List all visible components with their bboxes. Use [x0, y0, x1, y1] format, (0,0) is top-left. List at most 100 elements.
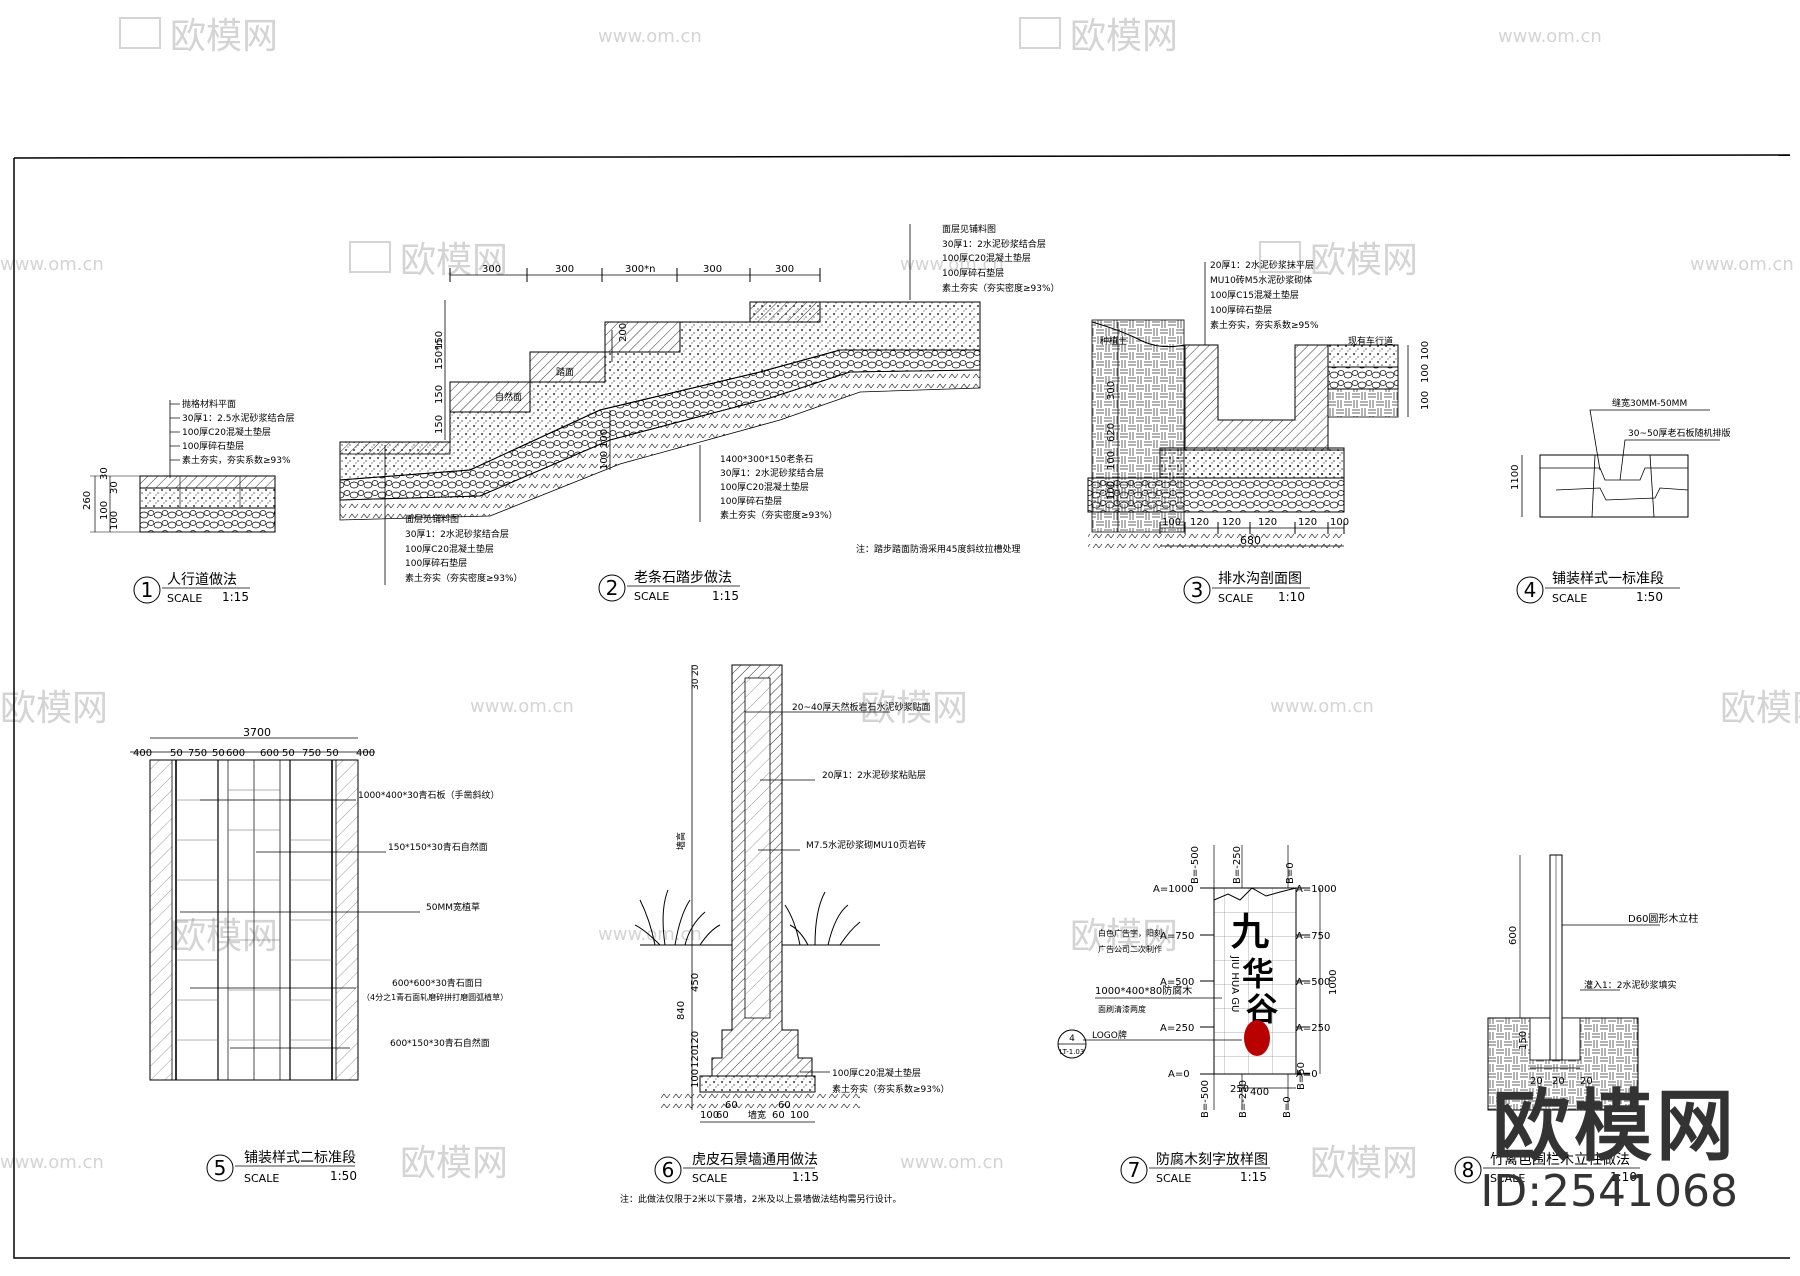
note: 30厚1：2.5水泥砂浆结合层: [182, 412, 295, 424]
watermark-logo: 欧模网: [1259, 240, 1418, 281]
detail-title: 老条石踏步做法: [634, 569, 732, 586]
dimension: 100: [1162, 517, 1181, 528]
scale-ratio: 1:10: [1610, 1170, 1637, 1184]
watermark-url: www.om.cn: [0, 1152, 104, 1173]
scale-ratio: 1:50: [330, 1169, 357, 1183]
coordinate-label: B=0: [1282, 1096, 1293, 1118]
brand-logo: 欧模网: [1491, 1082, 1738, 1172]
dimension: 150: [434, 385, 445, 404]
detail-title: 人行道做法: [167, 572, 237, 588]
detail-3-drainage-ditch: 300 620 100 100 100 100 100 100 120 120 …: [1087, 259, 1431, 605]
dimension: 墙宽: [748, 1109, 766, 1121]
watermark-url: www.om.cn: [1498, 26, 1602, 47]
note: 30~50厚老石板随机排版: [1628, 427, 1730, 439]
footnote: 注：此做法仅限于2米以下景墙，2米及以上景墙做法结构需另行设计。: [620, 1193, 901, 1205]
note: LOGO牌: [1092, 1029, 1127, 1041]
dimension: 100: [790, 1110, 809, 1121]
watermark-logo-text: 欧模网: [170, 16, 278, 57]
detail-number: 3: [1191, 578, 1204, 602]
dimension: 300*n: [625, 264, 655, 275]
note: 面层见铺料图: [405, 513, 459, 525]
scale-label: SCALE: [1552, 592, 1587, 605]
dimension: 600: [260, 748, 279, 759]
note: 100厚C20混凝土垫层: [405, 543, 494, 555]
dimension: 60: [725, 1100, 738, 1111]
note: 抛格材料平面: [182, 398, 236, 410]
scale-ratio: 1:15: [1240, 1170, 1267, 1184]
label: 种植土: [1100, 335, 1127, 347]
dimension: 100: [1420, 341, 1431, 360]
note: 30厚1：2水泥砂浆结合层: [942, 238, 1046, 250]
dimension: 250: [1230, 1084, 1249, 1095]
watermark-url: www.om.cn: [598, 26, 702, 47]
note: 100厚C20混凝土垫层: [720, 481, 809, 493]
dimension: 450: [690, 973, 701, 992]
frame-border: [13, 158, 1790, 1259]
scale-ratio: 1:15: [792, 1170, 819, 1184]
dimension: 120: [1298, 517, 1317, 528]
detail-number: 7: [1128, 1158, 1141, 1182]
note: 600*150*30青石自然面: [390, 1037, 490, 1049]
note: 面刷清漆两度: [1098, 1004, 1146, 1014]
carved-character: 华: [1242, 955, 1274, 993]
note: 100厚碎石垫层: [942, 267, 1004, 279]
detail-number: 4: [1524, 578, 1537, 602]
note: 面层见铺料图: [942, 223, 996, 235]
note: 白色广告字，阳刻: [1098, 928, 1162, 938]
dimension: 30: [99, 467, 110, 480]
model-id: ID:2541068: [1480, 1166, 1738, 1217]
detail-title: 防腐木刻字放样图: [1156, 1151, 1268, 1168]
dimension: 120: [1190, 517, 1209, 528]
note: 灌入1：2水泥砂浆填实: [1584, 979, 1676, 991]
label: 自然面: [495, 391, 522, 403]
scale-label: SCALE: [634, 590, 669, 603]
note: 100厚碎石垫层: [1210, 304, 1272, 316]
watermark-logo: 欧模网: [1019, 16, 1178, 57]
carved-pinyin: JIU HUA GU: [1229, 955, 1240, 1012]
dimension: 150: [1518, 1031, 1529, 1050]
note: 100厚C20混凝土垫层: [942, 252, 1031, 264]
detail-5-paving-style-2: 3700 400 50 750 50 600 600 50 750 50 400…: [130, 726, 508, 1185]
scale-label: SCALE: [167, 592, 202, 605]
dimension: 600: [226, 748, 245, 759]
note: 150*150*30青石自然面: [388, 841, 488, 853]
dimension: 120: [690, 1031, 701, 1050]
detail-8-bamboo-fence-post: 600 150 20 20 20 D60圆形木立柱 灌入1：2水泥砂浆填实 8 …: [1454, 854, 1698, 1185]
scale-ratio: 1:15: [712, 589, 739, 603]
note: 20厚1：2水泥砂浆抹平层: [1210, 259, 1314, 271]
dimension: 100: [99, 501, 110, 520]
detail-number: 2: [606, 576, 619, 600]
note: 素土夯实，夯实系数≥95%: [1210, 319, 1319, 331]
watermark-logo-text: 欧模网: [0, 688, 108, 729]
detail-number-circle: [1120, 1156, 1148, 1184]
dimension: 300: [775, 264, 794, 275]
label: 现有车行道: [1348, 335, 1393, 347]
dimension: 20: [1530, 1076, 1543, 1087]
dimension: 600: [1508, 926, 1519, 945]
scale-ratio: 1:50: [1636, 590, 1663, 604]
grass-icon: [784, 891, 861, 946]
dimension: 120: [1258, 517, 1277, 528]
dimension: 100: [599, 429, 610, 448]
reference-sheet: LT-1.03: [1060, 1048, 1085, 1056]
watermark-url: www.om.cn: [0, 254, 104, 275]
dimension: 100: [1106, 481, 1117, 500]
detail-number-circle: [133, 576, 161, 604]
dimension: 50: [326, 748, 339, 759]
dimension: 30: [691, 678, 701, 690]
dimension: 260: [82, 491, 93, 510]
coordinate-label: B=-500: [1190, 846, 1201, 884]
dimension: 60: [778, 1100, 791, 1111]
logo-seal: [1244, 1020, 1270, 1056]
note: 600*600*30青石面日: [392, 977, 483, 989]
coordinate-label: A=0: [1168, 1069, 1190, 1080]
dimension: 150: [434, 415, 445, 434]
note: 广告公司二次制作: [1098, 944, 1162, 954]
note: D60圆形木立柱: [1628, 912, 1698, 925]
coordinate-label: B=50: [1296, 1062, 1307, 1090]
watermark-logo-text: 欧模网: [1720, 688, 1800, 729]
detail-1-sidewalk: 抛格材料平面 30厚1：2.5水泥砂浆结合层 100厚C20混凝土垫层 100厚…: [82, 398, 295, 605]
dimension: 100: [599, 451, 610, 470]
dimension: 3700: [243, 726, 271, 739]
coordinate-label: A=750: [1160, 931, 1194, 942]
